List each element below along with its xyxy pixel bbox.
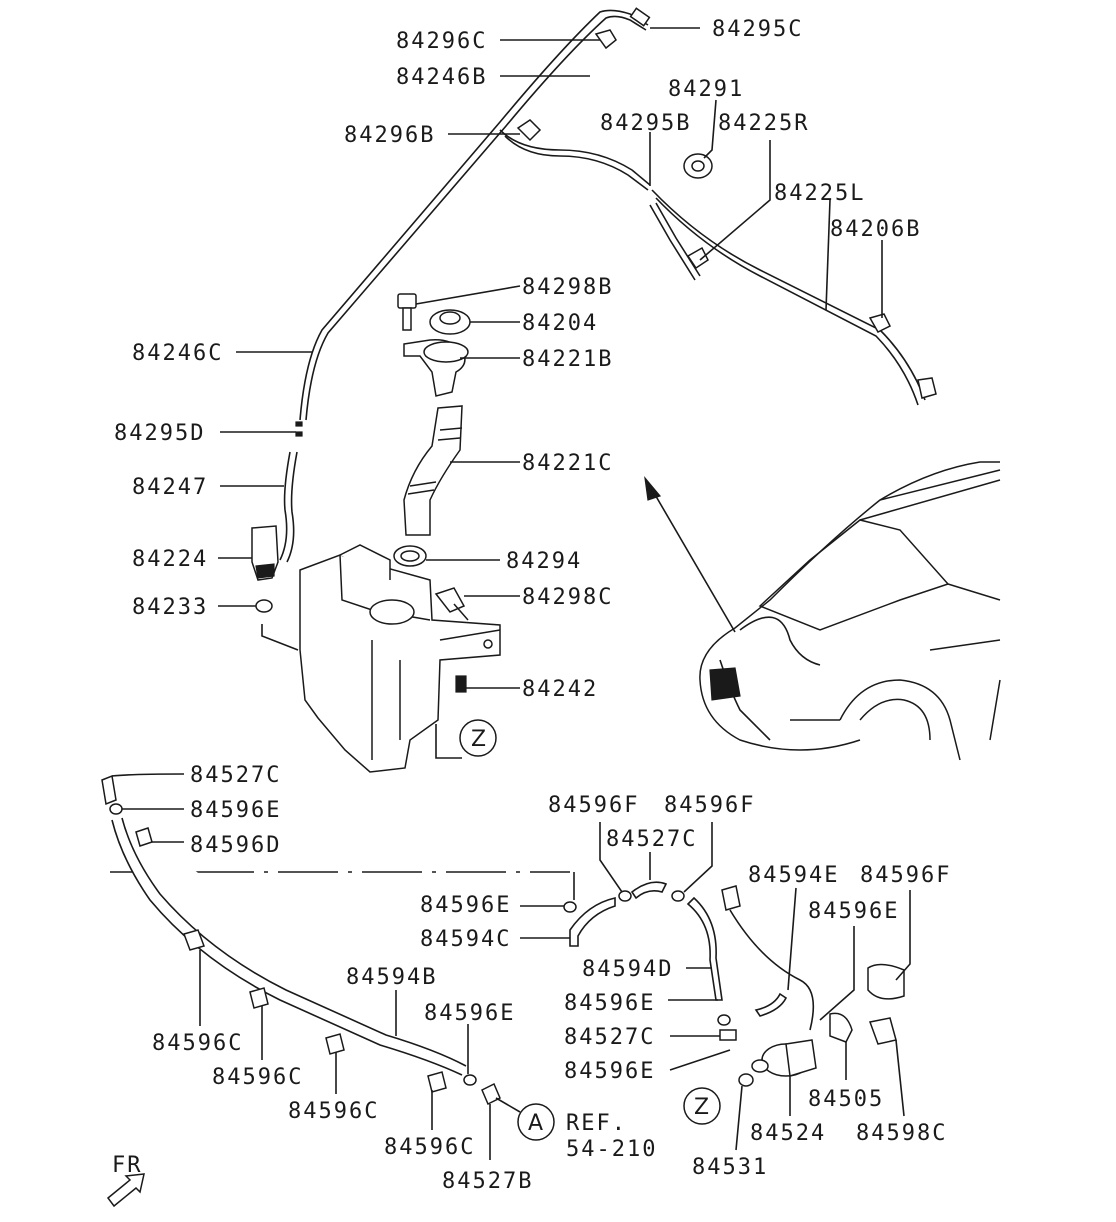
label-84596C-a: 84596C <box>152 1031 243 1056</box>
label-84524: 84524 <box>750 1121 826 1146</box>
label-84295D: 84295D <box>114 421 205 446</box>
label-84221B: 84221B <box>522 347 613 372</box>
reservoir-assembly <box>251 293 501 773</box>
hose-connector-icon <box>721 885 741 911</box>
label-84233: 84233 <box>132 595 208 620</box>
leader-lines <box>111 27 911 1160</box>
label-84594E: 84594E <box>748 863 839 888</box>
front-arrow-icon <box>106 1173 145 1208</box>
label-84291: 84291 <box>668 77 744 102</box>
label-84224: 84224 <box>132 547 208 572</box>
label-84206B: 84206B <box>830 217 921 242</box>
clip-84596C-c-icon <box>325 1033 345 1055</box>
label-84295C: 84295C <box>712 17 803 42</box>
hose-joint-icon <box>629 7 651 27</box>
clip-84596C-a-icon <box>183 929 205 951</box>
label-84531: 84531 <box>692 1155 768 1180</box>
label-84527C-left: 84527C <box>190 763 281 788</box>
label-84221C: 84221C <box>522 451 613 476</box>
label-84596C-d: 84596C <box>384 1135 475 1160</box>
label-84596F-c: 84596F <box>860 863 951 888</box>
clip-84596C-d-icon <box>427 1071 447 1093</box>
label-84594C: 84594C <box>420 927 511 952</box>
label-84298B: 84298B <box>522 275 613 300</box>
label-z-bottom: Z <box>694 1095 709 1120</box>
car-body-outline <box>699 461 1000 681</box>
band-84596F-icon <box>867 963 905 1000</box>
bolt-84598C-icon <box>868 1017 897 1045</box>
label-84598C: 84598C <box>856 1121 947 1146</box>
upper-hose-assembly <box>279 7 937 563</box>
label-84242: 84242 <box>522 677 598 702</box>
detail-a-circle <box>517 1103 555 1141</box>
label-84246C: 84246C <box>132 341 223 366</box>
nozzle-84225L-icon <box>917 377 937 399</box>
label-84596C-c: 84596C <box>288 1099 379 1124</box>
label-84505: 84505 <box>808 1087 884 1112</box>
clip-84296B-icon <box>516 119 542 142</box>
label-84225R: 84225R <box>718 111 809 136</box>
label-84225L: 84225L <box>774 181 865 206</box>
detail-z-bottom-circle <box>683 1087 721 1125</box>
label-84594D: 84594D <box>582 957 673 982</box>
label-84596E-mid: 84596E <box>420 893 511 918</box>
label-84596D: 84596D <box>190 833 281 858</box>
label-84204: 84204 <box>522 311 598 336</box>
vehicle-outline <box>644 461 1001 761</box>
label-84294: 84294 <box>506 549 582 574</box>
nozzle-84225R-icon <box>686 246 709 270</box>
bolt-84298C-icon <box>434 587 466 613</box>
bracket-84505-icon <box>829 1012 853 1043</box>
clip-84206B-icon <box>868 313 892 333</box>
label-84596E-r: 84596E <box>808 899 899 924</box>
headlamp-washer-assembly <box>101 774 905 1208</box>
grommet-84531-icon <box>738 1073 754 1087</box>
joint-84527C-left-icon <box>101 774 117 806</box>
joint-84527B-icon <box>481 1082 501 1106</box>
label-84594B: 84594B <box>346 965 437 990</box>
label-84596F-a: 84596F <box>548 793 639 818</box>
label-z-top: Z <box>471 727 486 752</box>
label-84596F-b: 84596F <box>664 793 755 818</box>
filler-hose-84221C-icon <box>403 405 463 536</box>
label-84298C-top: 84298C <box>522 585 613 610</box>
grommet-84233-icon <box>255 599 273 613</box>
nozzle-clip-icon <box>594 29 617 50</box>
label-84596E-r3: 84596E <box>564 1059 655 1084</box>
label-84296B-top: 84296B <box>344 123 435 148</box>
clip-84596E-low-icon <box>463 1074 477 1086</box>
label-a: A <box>528 1111 543 1136</box>
label-fr: FR <box>112 1153 143 1178</box>
label-ref-line2: 54-210 <box>566 1137 657 1162</box>
label-84247: 84247 <box>132 475 208 500</box>
label-84596E-low: 84596E <box>424 1001 515 1026</box>
label-84296C: 84296C <box>396 29 487 54</box>
label-ref-line1: REF. <box>566 1111 627 1136</box>
callout-arrow-icon <box>644 476 662 501</box>
label-84596C-b: 84596C <box>212 1065 303 1090</box>
label-84596E-r2: 84596E <box>564 991 655 1016</box>
clip-84596C-b-icon <box>249 987 269 1009</box>
label-84295B: 84295B <box>600 111 691 136</box>
label-84527C-r: 84527C <box>564 1025 655 1050</box>
part-labels: 84296C 84295C 84246B 84291 84296B 84295B… <box>112 17 951 1194</box>
detail-z-top-circle <box>459 719 497 757</box>
label-84596E-left: 84596E <box>190 798 281 823</box>
label-84246B: 84246B <box>396 65 487 90</box>
bolt-84298B-icon <box>397 293 417 309</box>
label-84527C-mid: 84527C <box>606 827 697 852</box>
label-84527B: 84527B <box>442 1169 533 1194</box>
